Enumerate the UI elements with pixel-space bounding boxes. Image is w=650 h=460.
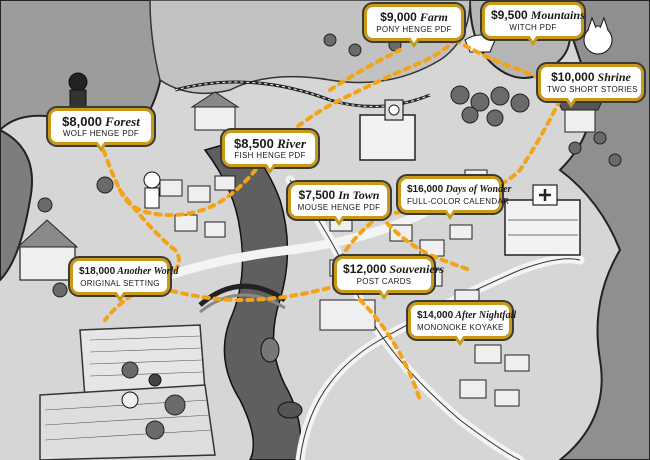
- mountains-subtitle: WITCH PDF: [509, 23, 557, 32]
- souveniers-amount: $12,000: [343, 262, 387, 276]
- station-building: [190, 91, 240, 131]
- mountains-name: Mountains: [530, 8, 585, 22]
- after-nightfall-amount: $14,000: [417, 310, 454, 321]
- callout-shrine: $10,000 Shrine TWO SHORT STORIES: [538, 64, 644, 108]
- farm-name: Farm: [419, 10, 448, 24]
- forest-subtitle: WOLF HENGE PDF: [62, 129, 140, 138]
- callout-after-nightfall: $14,000 After Nightfall MONONOKE KOYAKE: [408, 302, 516, 346]
- souveniers-subtitle: POST CARDS: [356, 277, 412, 286]
- another-world-name: Another World: [117, 266, 179, 277]
- callout-river: $8,500 River FISH HENGE PDF: [222, 130, 318, 174]
- callout-in-town: $7,500 In Town MOUSE HENGE PDF: [288, 182, 390, 226]
- shrine-subtitle: TWO SHORT STORIES: [547, 85, 638, 94]
- callout-souveniers: $12,000 Souveniers POST CARDS: [334, 256, 444, 300]
- farm-amount: $9,000: [380, 10, 417, 24]
- callout-farm: $9,000 Farm PONY HENGE PDF: [364, 4, 464, 48]
- callout-another-world: $18,000 Another World ORIGINAL SETTING: [70, 258, 178, 302]
- trees: [37, 33, 622, 440]
- days-of-wonder-name: Days of Wonder: [445, 184, 512, 195]
- days-of-wonder-amount: $16,000: [407, 184, 444, 195]
- another-world-amount: $18,000: [79, 266, 116, 277]
- in-town-amount: $7,500: [298, 188, 336, 202]
- callout-forest: $8,000 Forest WOLF HENGE PDF: [48, 108, 154, 152]
- in-town-subtitle: MOUSE HENGE PDF: [297, 203, 381, 212]
- days-of-wonder-subtitle: FULL-COLOR CALENDAR: [407, 197, 510, 206]
- souveniers-name: Souveniers: [389, 262, 445, 276]
- after-nightfall-subtitle: MONONOKE KOYAKE: [417, 323, 504, 332]
- farm-subtitle: PONY HENGE PDF: [376, 25, 452, 34]
- forest-amount: $8,000: [62, 114, 102, 129]
- river-subtitle: FISH HENGE PDF: [234, 151, 306, 160]
- in-town-name: In Town: [338, 188, 380, 202]
- mountains-amount: $9,500: [491, 8, 528, 22]
- forest-name: Forest: [105, 114, 140, 129]
- after-nightfall-name: After Nightfall: [455, 310, 517, 321]
- school-building: [359, 99, 416, 161]
- shrine-amount: $10,000: [551, 70, 595, 84]
- characters: [68, 16, 613, 419]
- rice-fields: [39, 324, 216, 460]
- hospital-building: [504, 184, 581, 256]
- callout-mountains: $9,500 Mountains WITCH PDF: [482, 2, 585, 46]
- callout-days-of-wonder: $16,000 Days of Wonder FULL-COLOR CALEND…: [398, 176, 511, 220]
- river-name: River: [277, 136, 306, 151]
- another-world-subtitle: ORIGINAL SETTING: [80, 279, 160, 288]
- river-amount: $8,500: [234, 136, 274, 151]
- shrine-name: Shrine: [597, 70, 631, 84]
